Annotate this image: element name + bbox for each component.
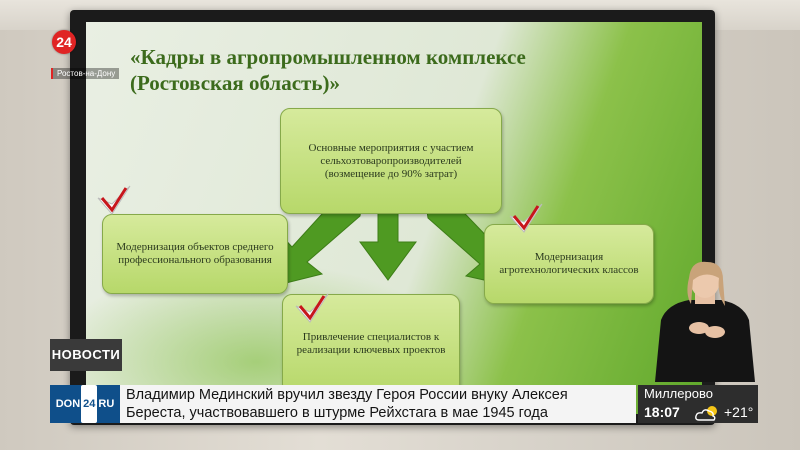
ticker-headline: Владимир Мединский вручил звезду Героя Р… [120,385,636,423]
checkmark-icon [295,293,329,323]
channel-logo: 24 [52,30,76,54]
partly-cloudy-icon [695,406,717,421]
slide-title: «Кадры в агропромышленном комплексе (Рос… [130,45,526,95]
sign-language-interpreter [655,261,755,382]
clock-time: 18:07 [644,404,680,420]
weather-panel: Миллерово 18:07 +21° [638,385,758,423]
weather-city: Миллерово [644,386,713,401]
checkmark-icon [509,203,543,233]
agro-classes-box: Модернизация агротехнологических классов [484,224,654,304]
main-measures-box: Основные мероприятия с участием сельхозт… [280,108,502,214]
presentation-screen: «Кадры в агропромышленном комплексе (Рос… [86,22,702,414]
spo-modernization-box: Модернизация объектов среднего профессио… [102,214,288,294]
temperature: +21° [724,404,754,420]
news-label: НОВОСТИ [50,339,122,371]
city-label: Ростов-на-Дону [51,68,120,79]
checkmark-icon [97,185,131,215]
